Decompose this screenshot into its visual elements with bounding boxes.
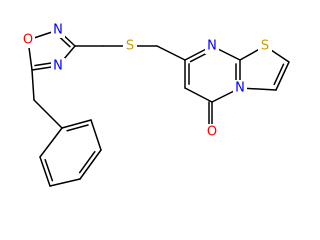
atom-label-N_bridge: N [235, 81, 245, 96]
atom-label-S_thz: S [261, 39, 269, 54]
bond-C2-C3 [275, 61, 290, 91]
atom-label-N_ox_bot: N [53, 59, 63, 74]
bond-Ph5-Ph6-second [44, 159, 54, 182]
bond-Ph3-Ph4 [79, 149, 102, 180]
bond-N_ox_bot-C_ox_5-second [34, 61, 55, 67]
bond-Ph2-Ph3 [90, 119, 102, 151]
atom-label-O_keto: O [207, 125, 217, 140]
atom-label-bg-N_bridge [233, 80, 247, 96]
bond-C_ox_5-CH2_bz [31, 69, 35, 101]
atom-label-bg-S_thz [258, 38, 272, 54]
bond-C5-C6 [184, 87, 213, 103]
atom-label-N_pyr: N [207, 39, 217, 54]
atom-label-bg-S_link [123, 38, 137, 54]
molecule-svg: O N N S N S N O [21, 22, 290, 187]
bond-CH2_b-C7 [156, 45, 186, 61]
atom-label-bg-N_ox_bot [51, 58, 65, 74]
atom-label-bg-O_ox [21, 32, 35, 48]
atom-label-bg-O_keto [205, 124, 219, 140]
atom-label-O_ox: O [23, 33, 33, 48]
bond-Ph4-Ph5 [49, 178, 81, 187]
bond-CH2_bz-Ph1 [33, 99, 63, 129]
atom-label-N_ox_top: N [53, 23, 63, 38]
bond-C2-C3-second [273, 63, 285, 86]
atom-label-bg-N_pyr [205, 38, 219, 54]
molecule-structure-diagram: O N N S N S N O [21, 22, 290, 187]
atom-label-S_link: S [126, 39, 134, 54]
bond-Ph1-Ph2 [61, 119, 92, 129]
bond-Ph6-Ph1 [39, 127, 63, 158]
atom-label-bg-N_ox_top [51, 22, 65, 38]
bond-Ph1-Ph2-second [66, 124, 89, 132]
bond-Ph5-Ph6 [39, 156, 51, 187]
bond-Ph3-Ph4-second [78, 150, 96, 174]
